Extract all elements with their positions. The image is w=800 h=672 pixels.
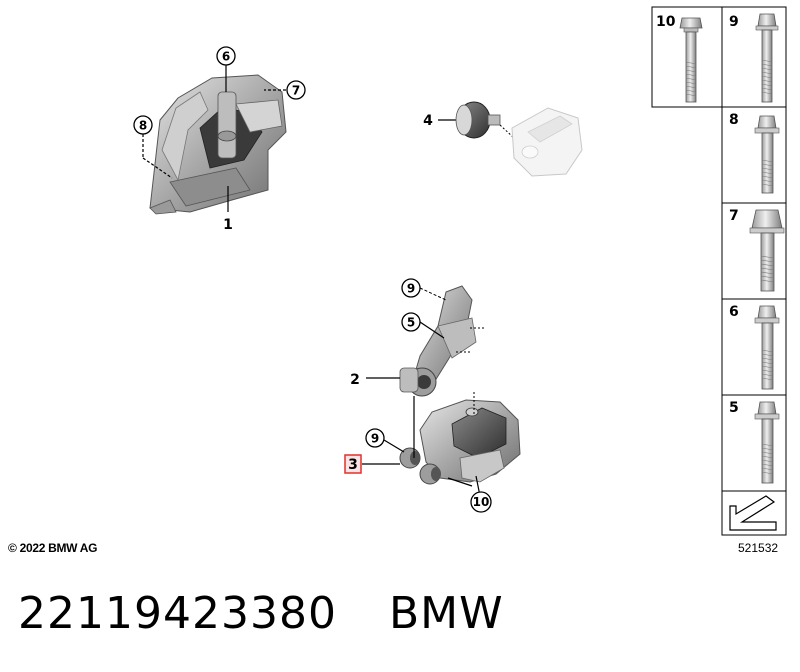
callout-9-top: 9 xyxy=(401,278,421,298)
part-number: 22119423380 xyxy=(18,588,337,639)
engine-mount-part-1 xyxy=(142,64,287,215)
callout-7: 7 xyxy=(286,80,306,100)
bolt-10-icon xyxy=(679,17,703,103)
svg-text:4: 4 xyxy=(423,113,433,129)
callout-4: 4 xyxy=(423,113,433,129)
svg-text:6: 6 xyxy=(222,50,230,64)
mount-part-3 xyxy=(362,392,521,497)
callout-3-highlighted: 3 xyxy=(344,454,362,474)
svg-text:1: 1 xyxy=(223,217,233,233)
callout-10: 10 xyxy=(470,491,492,513)
rubber-mount-part-4 xyxy=(438,101,583,177)
svg-text:9: 9 xyxy=(407,282,415,296)
legend-label-10: 10 xyxy=(656,14,676,30)
callout-8: 8 xyxy=(133,115,153,135)
svg-text:3: 3 xyxy=(348,457,358,473)
callout-6: 6 xyxy=(216,46,236,66)
callout-1: 1 xyxy=(223,217,233,233)
svg-text:8: 8 xyxy=(139,119,147,133)
legend-label-9: 9 xyxy=(729,14,739,30)
svg-text:7: 7 xyxy=(292,84,300,98)
callout-5: 5 xyxy=(401,312,421,332)
bolt-7-icon xyxy=(749,209,785,292)
svg-text:10: 10 xyxy=(473,495,490,509)
bolt-8-icon xyxy=(754,115,780,194)
brand-name: BMW xyxy=(388,588,504,639)
legend-label-5: 5 xyxy=(729,400,739,416)
svg-text:5: 5 xyxy=(407,316,415,330)
bracket-part-2 xyxy=(366,285,486,397)
bolt-legend: 10 9 8 7 6 5 xyxy=(651,6,787,536)
legend-label-7: 7 xyxy=(729,208,739,224)
legend-label-8: 8 xyxy=(729,112,739,128)
callout-2: 2 xyxy=(350,372,360,388)
part-caption: 22119423380 BMW xyxy=(18,588,504,639)
bolt-6-icon xyxy=(754,305,780,390)
svg-text:9: 9 xyxy=(371,432,379,446)
bolt-9-icon xyxy=(755,13,779,103)
bolt-5-icon xyxy=(754,401,780,484)
callout-9-bottom: 9 xyxy=(365,428,385,448)
legend-label-6: 6 xyxy=(729,304,739,320)
copyright-notice: © 2022 BMW AG xyxy=(8,541,98,555)
diagram-id: 521532 xyxy=(738,541,779,555)
arrow-continuation-icon xyxy=(729,495,777,531)
svg-text:2: 2 xyxy=(350,372,360,388)
